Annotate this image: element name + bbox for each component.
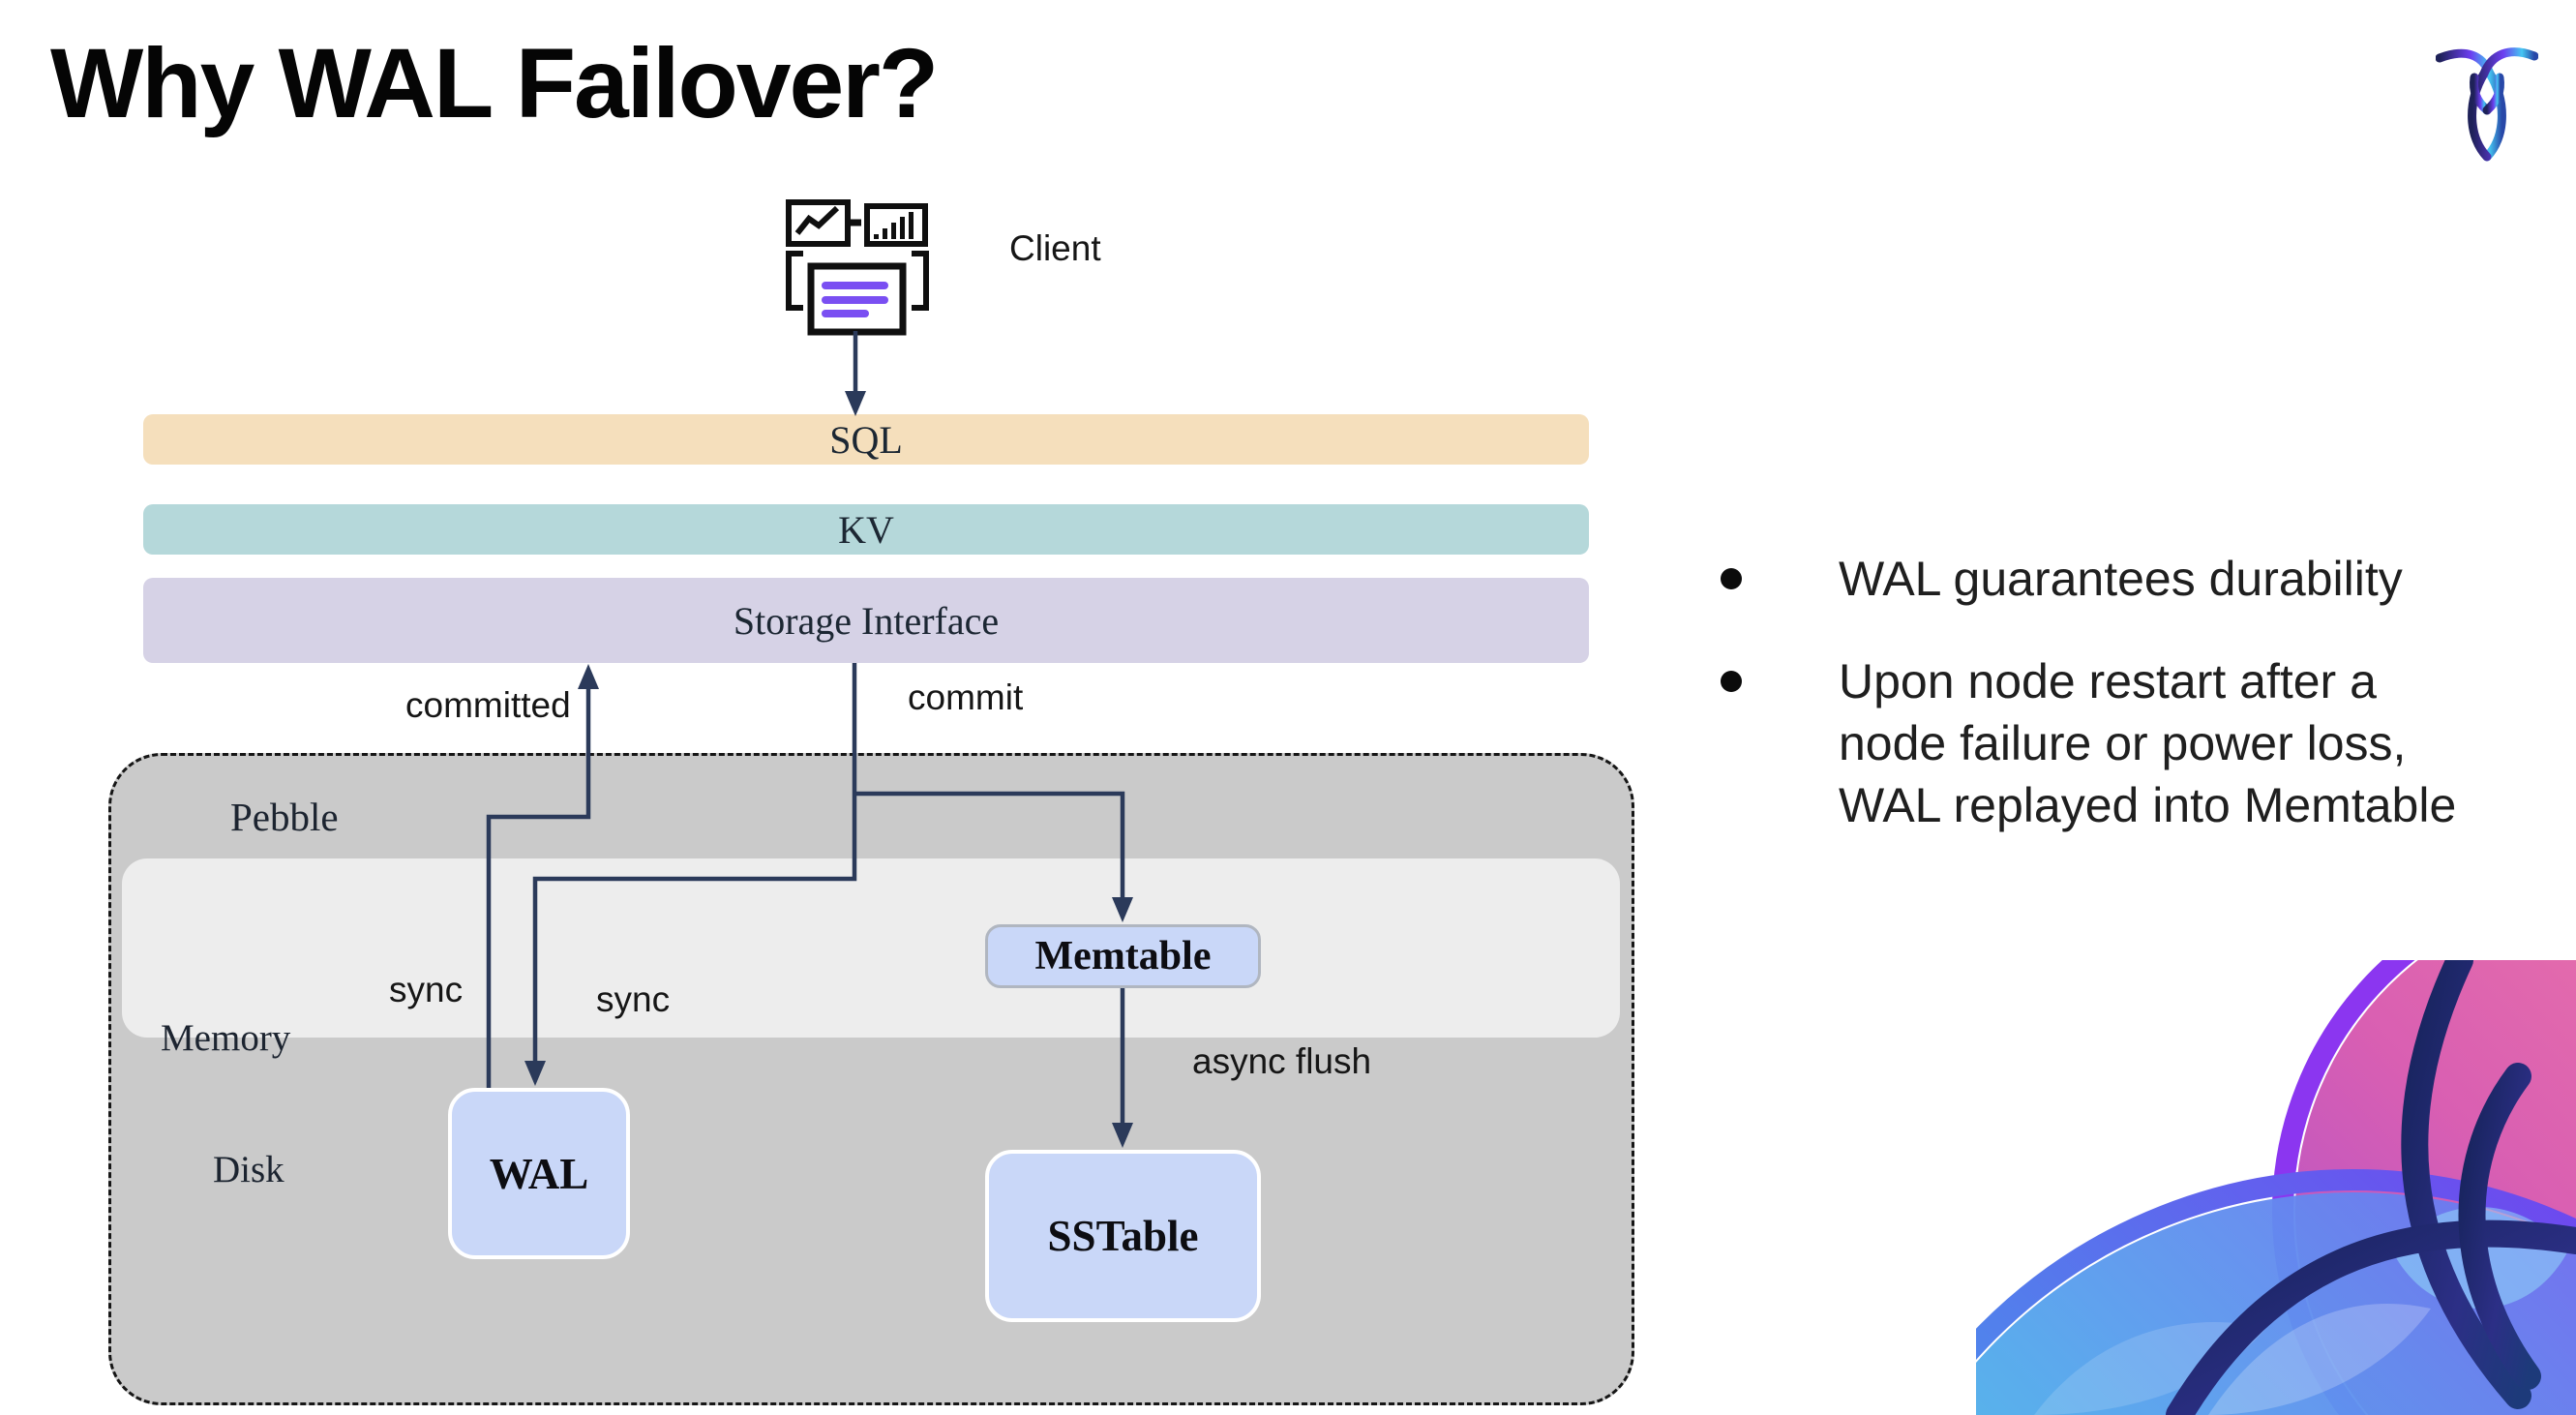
layer-kv-label: KV [838, 507, 894, 552]
edge-label-sync-commit: sync [596, 979, 671, 1019]
node-sstable-label: SSTable [1047, 1212, 1199, 1260]
edge-label-async-flush: async flush [1192, 1041, 1372, 1081]
memory-label: Memory [161, 1017, 291, 1059]
disk-label: Disk [213, 1149, 285, 1190]
node-sstable: SSTable [985, 1150, 1261, 1322]
pebble-container [108, 753, 1634, 1405]
edge-label-committed: committed [405, 685, 571, 725]
node-wal: WAL [448, 1088, 630, 1259]
bullet-item: WAL guarantees durability [1703, 548, 2555, 610]
bullet-item: Upon node restart after a node failure o… [1703, 650, 2555, 836]
layer-kv: KV [143, 504, 1589, 555]
client-workstation-icon [786, 199, 929, 336]
layer-sql-label: SQL [829, 417, 903, 462]
page-title: Why WAL Failover? [50, 28, 939, 138]
bracket-icon [786, 251, 929, 311]
node-memtable-label: Memtable [1034, 934, 1212, 978]
memory-band [122, 858, 1620, 1038]
document-text-lines [822, 282, 888, 317]
layer-sql: SQL [143, 414, 1589, 465]
layer-storage-label: Storage Interface [733, 598, 1000, 643]
bar-chart-bars [874, 212, 914, 239]
pebble-label: Pebble [230, 795, 339, 839]
bullet-line: WAL replayed into Memtable [1839, 778, 2457, 832]
node-wal-label: WAL [489, 1149, 589, 1198]
bullet-line: Upon node restart after a [1839, 654, 2377, 708]
client-label: Client [1009, 228, 1101, 268]
bullet-line: WAL guarantees durability [1839, 552, 2403, 606]
cockroach-logo-icon [2436, 47, 2538, 162]
bullet-dot [1721, 671, 1742, 692]
node-memtable: Memtable [985, 924, 1261, 988]
edge-label-sync-wal: sync [389, 970, 464, 1009]
brand-artwork [1976, 960, 2576, 1415]
layer-storage-interface: Storage Interface [143, 578, 1589, 663]
bullet-dot [1721, 568, 1742, 589]
edge-label-commit: commit [908, 677, 1024, 717]
bullet-line: node failure or power loss, [1839, 716, 2407, 770]
